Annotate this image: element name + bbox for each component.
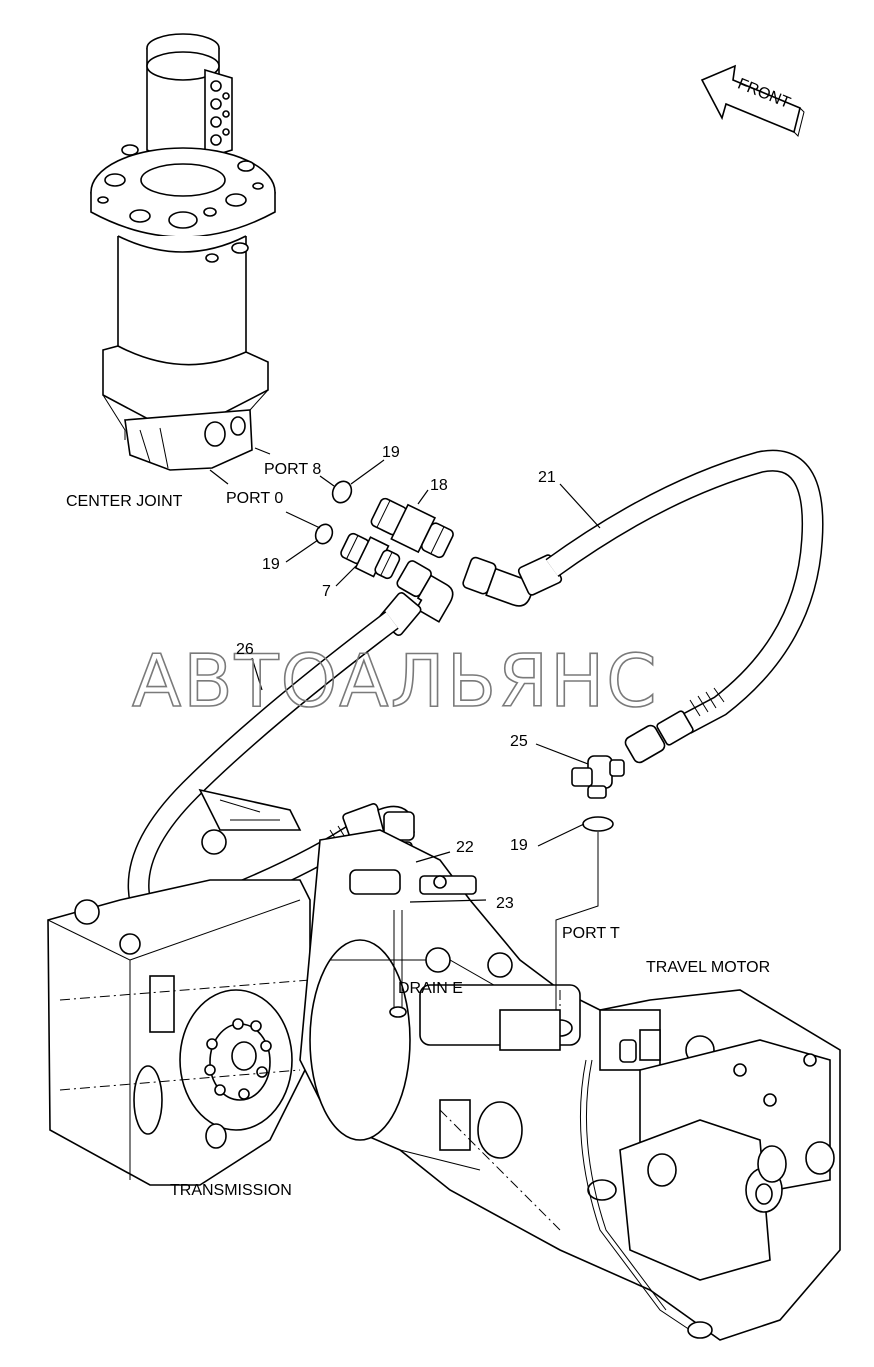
callout-18: 18 xyxy=(430,477,448,494)
drain-e-label: DRAIN E xyxy=(398,980,463,997)
o-ring-19-right xyxy=(582,816,614,832)
travel-motor-drawing xyxy=(299,829,841,1341)
callout-19-top: 19 xyxy=(382,444,400,461)
watermark: АВТОАЛЬЯНС xyxy=(132,639,659,723)
transmission-drawing xyxy=(47,788,311,1186)
o-ring-19-top xyxy=(331,480,353,504)
front-arrow: FRONT xyxy=(700,64,805,137)
callout-26: 26 xyxy=(236,641,254,658)
callout-19-lower: 19 xyxy=(262,556,280,573)
callout-22: 22 xyxy=(456,839,474,856)
callout-23: 23 xyxy=(496,895,514,912)
callout-25: 25 xyxy=(510,733,528,750)
fitting-7 xyxy=(340,532,401,580)
hose-21 xyxy=(462,449,824,764)
callout-21: 21 xyxy=(538,469,556,486)
center-joint-label: CENTER JOINT xyxy=(66,493,183,510)
port-8-label: PORT 8 xyxy=(264,461,321,478)
o-ring-19-lower xyxy=(314,523,334,545)
callout-7: 7 xyxy=(322,583,331,600)
center-joint-drawing xyxy=(90,33,276,471)
callout-19-right: 19 xyxy=(510,837,528,854)
adapter-18 xyxy=(370,497,454,559)
transmission-label: TRANSMISSION xyxy=(170,1182,292,1199)
port-t-label: PORT T xyxy=(562,925,620,942)
tee-25 xyxy=(571,755,625,799)
travel-motor-label: TRAVEL MOTOR xyxy=(646,959,770,976)
port-0-label: PORT 0 xyxy=(226,490,283,507)
fittings-group xyxy=(314,480,454,580)
leader-lines xyxy=(209,447,601,1018)
